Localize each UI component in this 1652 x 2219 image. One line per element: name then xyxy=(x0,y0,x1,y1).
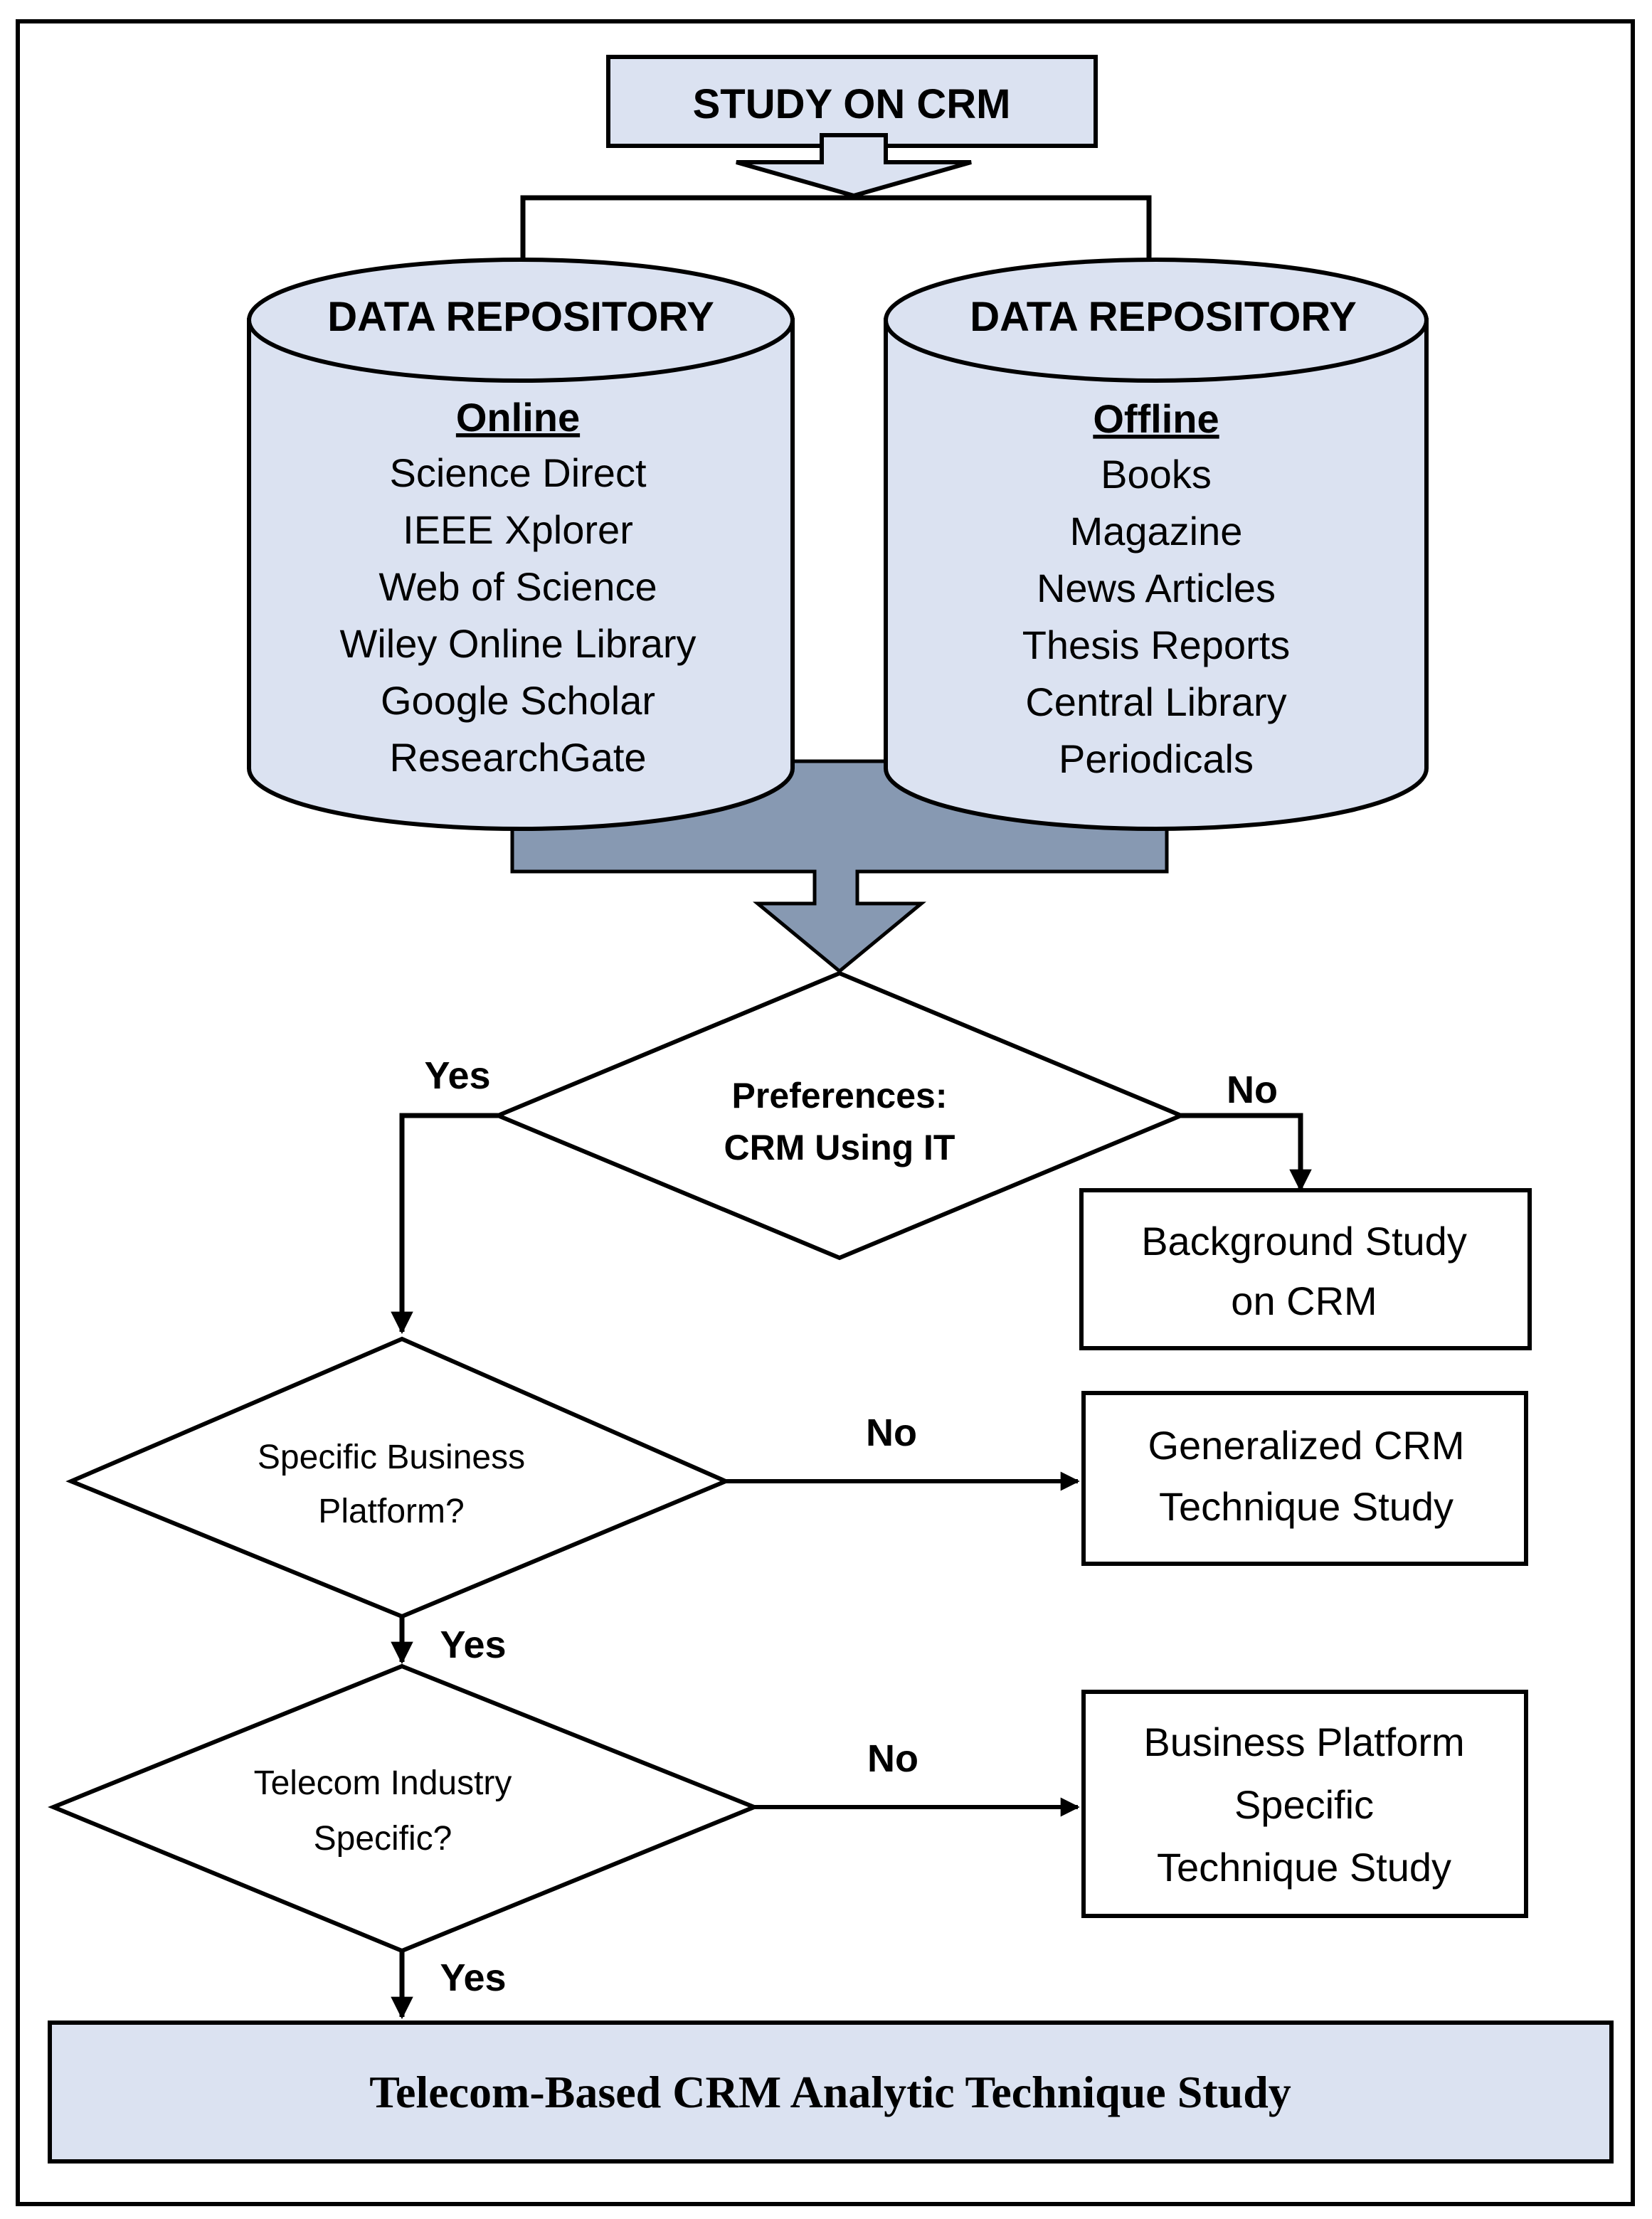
decision-3-line-2: Specific? xyxy=(314,1820,452,1858)
decision-1-no-connector xyxy=(1181,1113,1312,1192)
offline-item: News Articles xyxy=(1037,566,1276,610)
outcome-generalized-crm-box xyxy=(1081,1391,1528,1566)
offline-repository-title: DATA REPOSITORY xyxy=(970,294,1357,340)
outcome-2-line-1: Generalized CRM xyxy=(1148,1423,1464,1468)
online-item: Google Scholar xyxy=(381,678,655,723)
decision-2-no-label: No xyxy=(866,1412,917,1454)
final-telecom-study-box xyxy=(48,2021,1614,2164)
online-item: IEEE Xplorer xyxy=(403,507,633,552)
decision-1-no-label: No xyxy=(1227,1069,1278,1111)
outcome-background-study-box xyxy=(1079,1188,1532,1350)
decision-diamond-telecom-industry xyxy=(48,1663,761,1954)
offline-item: Books xyxy=(1101,452,1212,497)
outer-frame xyxy=(16,19,1635,2206)
outcome-business-platform-box xyxy=(1081,1690,1528,1918)
branch-connector xyxy=(520,195,1152,299)
outcome-1-line-2: on CRM xyxy=(1231,1278,1377,1323)
study-on-crm-label: STUDY ON CRM xyxy=(693,81,1011,127)
outcome-3-line-3: Technique Study xyxy=(1157,1845,1451,1890)
online-repository-cylinder xyxy=(247,258,795,831)
decision-2-yes-label: Yes xyxy=(440,1624,506,1666)
offline-heading: Offline xyxy=(1093,396,1219,441)
decision-2-line-2: Platform? xyxy=(318,1493,464,1530)
decision-1-line-1: Preferences: xyxy=(732,1076,948,1116)
offline-item: Central Library xyxy=(1025,679,1286,724)
decision-1-yes-label: Yes xyxy=(424,1054,490,1097)
online-item: Wiley Online Library xyxy=(339,621,696,666)
decision-3-no-label: No xyxy=(867,1737,918,1780)
online-item: Web of Science xyxy=(378,564,657,609)
online-item: ResearchGate xyxy=(389,735,646,780)
outcome-3-line-2: Specific xyxy=(1234,1782,1374,1827)
offline-item: Magazine xyxy=(1070,509,1243,554)
final-label: Telecom-Based CRM Analytic Technique Stu… xyxy=(369,2067,1291,2117)
outcome-3-line-1: Business Platform xyxy=(1143,1720,1464,1764)
outcome-1-line-1: Background Study xyxy=(1141,1219,1467,1264)
offline-item: Thesis Reports xyxy=(1022,623,1291,667)
online-repository-title: DATA REPOSITORY xyxy=(327,294,714,340)
offline-item: Periodicals xyxy=(1059,736,1254,781)
decision-2-line-1: Specific Business xyxy=(258,1439,525,1476)
decision-diamond-specific-business-platform xyxy=(65,1336,731,1619)
outcome-2-line-2: Technique Study xyxy=(1159,1484,1454,1529)
decision-3-yes-label: Yes xyxy=(440,1956,506,1999)
offline-repository-cylinder xyxy=(884,258,1429,831)
decision-diamond-crm-using-it xyxy=(492,970,1187,1261)
online-item: Science Direct xyxy=(389,450,646,495)
decision-3-line-1: Telecom Industry xyxy=(254,1764,512,1802)
top-down-arrow xyxy=(736,133,972,198)
decision-1-yes-connector xyxy=(391,1113,498,1335)
decision-1-line-2: CRM Using IT xyxy=(724,1128,955,1167)
online-heading: Online xyxy=(456,395,580,440)
